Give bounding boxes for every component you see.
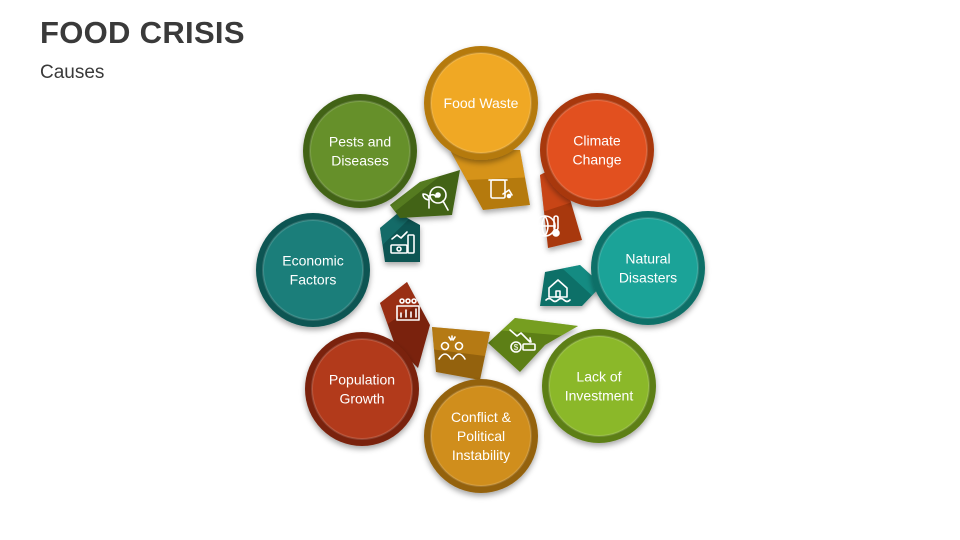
population-growth-disc	[312, 339, 412, 439]
economic-factors-ribbon-facet	[380, 213, 409, 245]
lack-of-investment-ribbon-facet	[501, 318, 578, 336]
falling-money-icon: $	[509, 329, 536, 353]
food-waste-node: Food Waste	[424, 46, 538, 160]
page-subtitle: Causes	[40, 62, 105, 83]
arguing-people-icon	[438, 335, 466, 360]
pests-diseases-highlight	[309, 100, 411, 202]
economic-factors-disc	[263, 220, 363, 320]
pests-diseases-ribbon-facet	[390, 176, 440, 212]
conflict-political-disc	[431, 386, 531, 486]
trash-bin-icon	[488, 179, 513, 199]
economic-factors-highlight	[262, 219, 364, 321]
climate-change-highlight	[546, 99, 648, 201]
flooded-house-icon	[545, 279, 571, 303]
globe-thermometer-icon	[534, 215, 560, 237]
population-growth-highlight	[311, 338, 413, 440]
lack-of-investment-disc	[549, 336, 649, 436]
food-waste-highlight	[430, 52, 532, 154]
money-chart-icon	[390, 231, 415, 254]
lack-of-investment-highlight	[548, 335, 650, 437]
climate-change-disc	[547, 100, 647, 200]
population-chart-icon	[396, 298, 420, 321]
page-title: FOOD CRISIS	[40, 15, 245, 50]
natural-disasters-highlight	[597, 217, 699, 319]
plant-magnifier-icon	[422, 186, 449, 211]
pests-diseases-disc	[310, 101, 410, 201]
food-waste-label: Food Waste	[444, 95, 519, 111]
natural-disasters-disc	[598, 218, 698, 318]
svg-text:$: $	[514, 343, 519, 352]
natural-disasters-ribbon-facet	[562, 265, 602, 296]
food-waste-disc	[431, 53, 531, 153]
population-growth-ribbon-facet	[380, 282, 419, 324]
conflict-political-highlight	[430, 385, 532, 487]
